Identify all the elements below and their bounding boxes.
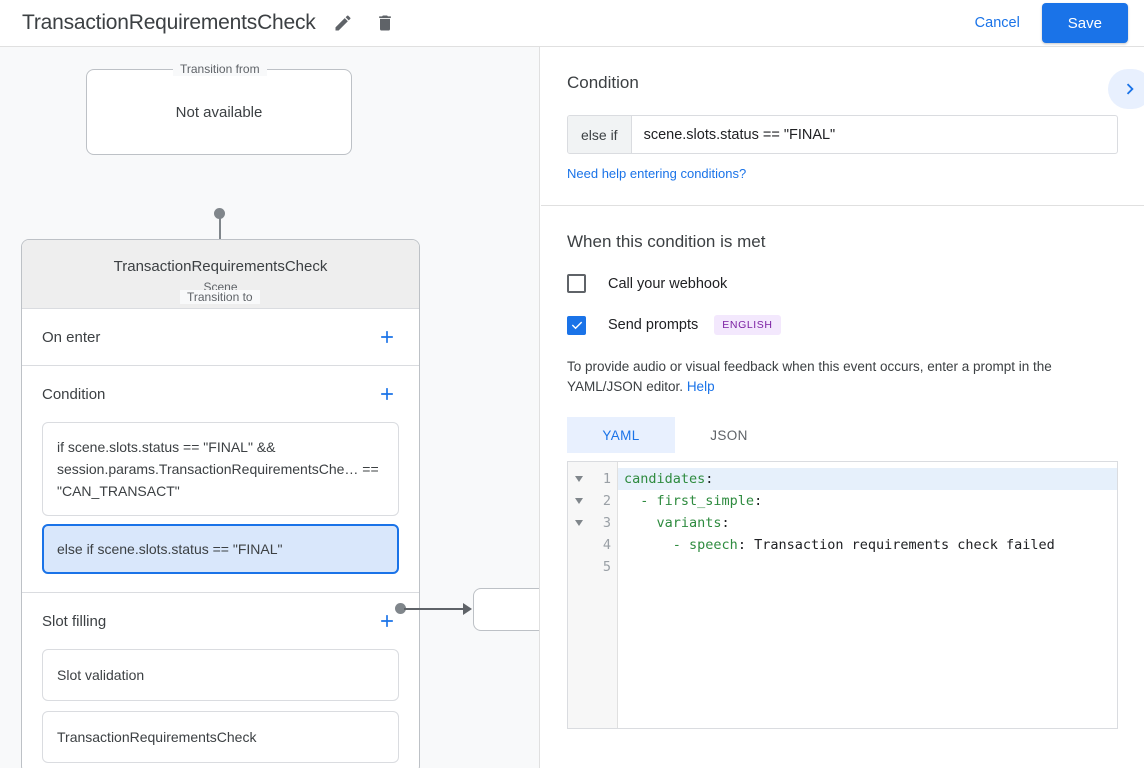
send-prompts-checkbox-row[interactable]: Send prompts ENGLISH <box>567 315 1118 335</box>
scene-graph-canvas[interactable]: Transition from Not available Transition… <box>0 47 540 768</box>
check-icon <box>570 318 584 332</box>
code-indent-2 <box>624 493 640 509</box>
tab-json[interactable]: JSON <box>710 427 748 443</box>
connector-arrow-right-icon <box>463 603 472 615</box>
connector-line-horizontal <box>404 608 464 610</box>
top-bar: TransactionRequirementsCheck Cancel Save <box>0 0 1144 47</box>
code-line-3[interactable]: variants: <box>618 512 1117 534</box>
canvas-divider <box>539 47 540 768</box>
line-number-gutter: 1 2 3 4 5 <box>590 462 618 728</box>
target-node-partial[interactable] <box>473 588 540 631</box>
condition-help-link[interactable]: Need help entering conditions? <box>567 166 747 181</box>
webhook-checkbox[interactable] <box>567 274 586 293</box>
slot-filling-label: Slot filling <box>42 612 107 630</box>
code-key-1: candidates <box>624 471 706 487</box>
plus-icon <box>377 611 397 631</box>
transition-from-legend: Transition from <box>173 62 267 76</box>
slot-filling-header: Slot filling <box>42 593 399 649</box>
webhook-checkbox-row[interactable]: Call your webhook <box>567 274 1118 293</box>
trash-icon <box>375 13 395 33</box>
code-sep-2: : <box>754 493 763 509</box>
code-key-4: - speech <box>672 537 738 553</box>
send-prompts-label: Send prompts <box>608 317 699 333</box>
delete-button[interactable] <box>370 8 400 38</box>
pencil-icon <box>333 13 353 33</box>
save-button[interactable]: Save <box>1041 3 1128 43</box>
chevron-right-icon <box>1119 78 1141 100</box>
line-number: 1 <box>602 471 611 487</box>
line-number: 5 <box>602 559 611 575</box>
caret-down-icon <box>575 476 583 482</box>
transition-to-legend: Transition to <box>180 290 260 304</box>
code-line-4[interactable]: - speech: Transaction requirements check… <box>618 534 1117 556</box>
webhook-label: Call your webhook <box>608 275 728 292</box>
condition-expression-input[interactable]: scene.slots.status == "FINAL" <box>643 126 836 143</box>
code-line-1[interactable]: candidates: <box>618 468 1117 490</box>
editor-body: Transition from Not available Transition… <box>0 47 1144 768</box>
help-link[interactable]: Help <box>686 379 715 394</box>
connector-dot-from <box>214 208 225 219</box>
panel-condition-heading: Condition <box>567 73 639 92</box>
code-key-3: variants <box>656 515 722 531</box>
line-number: 3 <box>602 515 611 531</box>
tab-yaml[interactable]: YAML <box>567 417 675 453</box>
plus-icon <box>377 384 397 404</box>
scene-card[interactable]: TransactionRequirementsCheck Scene On en… <box>21 239 420 768</box>
on-enter-label: On enter <box>42 328 101 346</box>
condition-chip-1[interactable]: if scene.slots.status == "FINAL" && sess… <box>42 422 399 516</box>
on-enter-header: On enter <box>42 309 399 365</box>
code-rest-4: Transaction requirements check failed <box>745 537 1055 553</box>
slot-chip-2[interactable]: TransactionRequirementsCheck <box>42 711 399 763</box>
add-slot-button[interactable] <box>375 609 399 633</box>
code-editor[interactable]: 1 2 3 4 5 candidates: - first_simple: va… <box>567 461 1118 729</box>
condition-chip-2-selected[interactable]: else if scene.slots.status == "FINAL" <box>42 524 399 574</box>
fold-toggle-1[interactable] <box>568 468 590 490</box>
fold-gutter[interactable] <box>568 462 590 728</box>
condition-input-row[interactable]: else if scene.slots.status == "FINAL" <box>567 115 1118 154</box>
language-badge: ENGLISH <box>714 315 781 335</box>
line-number: 2 <box>602 493 611 509</box>
edit-button[interactable] <box>328 8 358 38</box>
code-indent-4 <box>624 537 673 553</box>
panel-when-met-section: When this condition is met Call your web… <box>541 206 1144 751</box>
prompts-description-text: To provide audio or visual feedback when… <box>567 359 1052 394</box>
code-line-2[interactable]: - first_simple: <box>618 490 1117 512</box>
detail-panel: Condition else if scene.slots.status == … <box>541 47 1144 768</box>
plus-icon <box>377 327 397 347</box>
code-line-5[interactable] <box>618 556 1117 578</box>
caret-down-icon <box>575 498 583 504</box>
condition-label: Condition <box>42 385 106 403</box>
panel-condition-section: Condition else if scene.slots.status == … <box>541 47 1144 206</box>
caret-down-icon <box>575 520 583 526</box>
code-area[interactable]: candidates: - first_simple: variants: - … <box>618 462 1117 728</box>
code-sep-1: : <box>705 471 714 487</box>
when-met-heading: When this condition is met <box>567 232 766 251</box>
code-indent-3 <box>624 515 657 531</box>
prompts-description: To provide audio or visual feedback when… <box>567 357 1118 397</box>
condition-prefix-label: else if <box>568 116 632 153</box>
expand-panel-button[interactable] <box>1108 69 1144 109</box>
scene-section-on-enter: On enter <box>22 309 419 366</box>
condition-header: Condition <box>42 366 399 422</box>
code-sep-3: : <box>721 515 730 531</box>
cancel-button[interactable]: Cancel <box>963 7 1032 39</box>
send-prompts-checkbox[interactable] <box>567 315 586 335</box>
connector-dot-condition <box>395 603 406 614</box>
transition-from-node[interactable]: Transition from Not available <box>86 62 352 155</box>
page-title: TransactionRequirementsCheck <box>22 11 316 34</box>
add-on-enter-button[interactable] <box>375 325 399 349</box>
code-sep-4: : <box>737 537 746 553</box>
line-number: 4 <box>602 537 611 553</box>
editor-format-tabs: YAML JSON <box>567 417 1118 453</box>
code-key-2: - first_simple <box>640 493 755 509</box>
fold-toggle-2[interactable] <box>568 490 590 512</box>
scene-section-condition: Condition if scene.slots.status == "FINA… <box>22 366 419 593</box>
add-condition-button[interactable] <box>375 382 399 406</box>
slot-chip-1[interactable]: Slot validation <box>42 649 399 701</box>
fold-toggle-3[interactable] <box>568 512 590 534</box>
transition-from-value: Not available <box>175 103 263 121</box>
scene-title: TransactionRequirementsCheck <box>113 258 328 275</box>
connector-line-vertical <box>219 214 221 255</box>
scene-section-slot-filling: Slot filling Slot validation Transaction… <box>22 593 419 763</box>
